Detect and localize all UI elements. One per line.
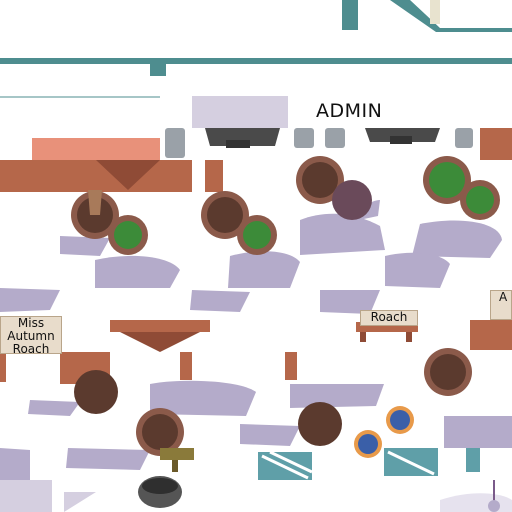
sign-line-3: Roach (12, 342, 50, 354)
sign-line-1: Miss (17, 316, 45, 330)
bench-icon (138, 322, 418, 508)
deck-chair-icon (258, 448, 480, 480)
sign-right-edge: A (490, 290, 512, 320)
sign-line-1: A (499, 290, 508, 304)
teal-roof (0, 0, 512, 98)
street-lamp-icon (354, 406, 500, 512)
sign-roach-center: Roach (360, 310, 418, 326)
tree-planter-icon (71, 156, 500, 456)
shadows (0, 96, 512, 512)
admin-label: ADMIN (316, 100, 383, 122)
sign-line-1: Roach (370, 310, 408, 324)
grill-icon (205, 128, 440, 148)
sign-line-2: Autumn (7, 329, 55, 343)
pillars (165, 128, 473, 158)
wooden-roofs (0, 128, 512, 384)
sign-miss-autumn-roach: Miss Autumn Roach (0, 316, 62, 354)
